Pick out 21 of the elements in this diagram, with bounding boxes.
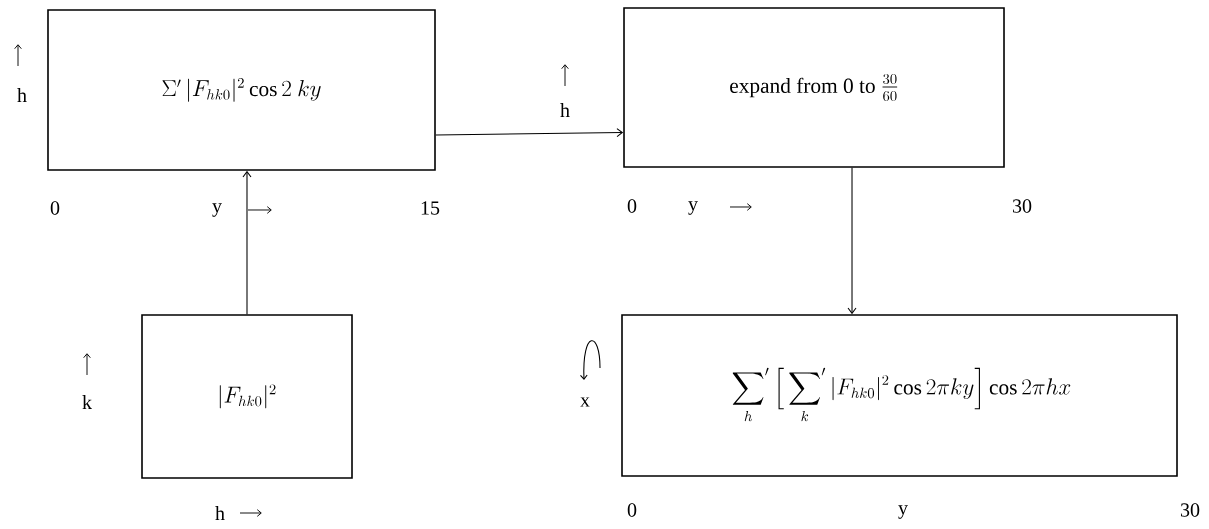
formula-box: $|F_{hk0}|^{2}$ (141, 314, 353, 479)
axis-label: h (17, 88, 27, 102)
formula-box: $\text{expand from 0 to }\frac{30}{60}$ (623, 7, 1005, 168)
formula-box: $\sideset{}{'}\sum_{h}\Big[\sideset{}{'}\sum_{k}|F_{hk0}|^{2}\cos 2\pi ky\Big]\cos 2\pi hx$ (621, 314, 1178, 477)
axis-label: y (212, 203, 222, 217)
arrow (435, 128, 624, 138)
axis-label: x (580, 397, 590, 407)
formula-box: $\Sigma^{\prime}\,|F_{hk0}|^{2}\cos 2\ ky$ (47, 9, 436, 171)
axis-label: h (560, 103, 570, 117)
arrow (242, 170, 252, 315)
axis-label: 30 (1181, 503, 1200, 517)
axis-label: k (82, 395, 92, 409)
axis-label: 30 (1012, 199, 1032, 213)
axis-label: y (898, 505, 908, 519)
axis-label: 0 (627, 503, 637, 517)
axis-label: 0 (627, 199, 637, 213)
axis-label: y (688, 201, 698, 215)
axis-label: 15 (421, 201, 440, 215)
axis-label: 0 (50, 201, 60, 215)
axis-label: h (215, 506, 225, 520)
arrow (847, 167, 857, 315)
